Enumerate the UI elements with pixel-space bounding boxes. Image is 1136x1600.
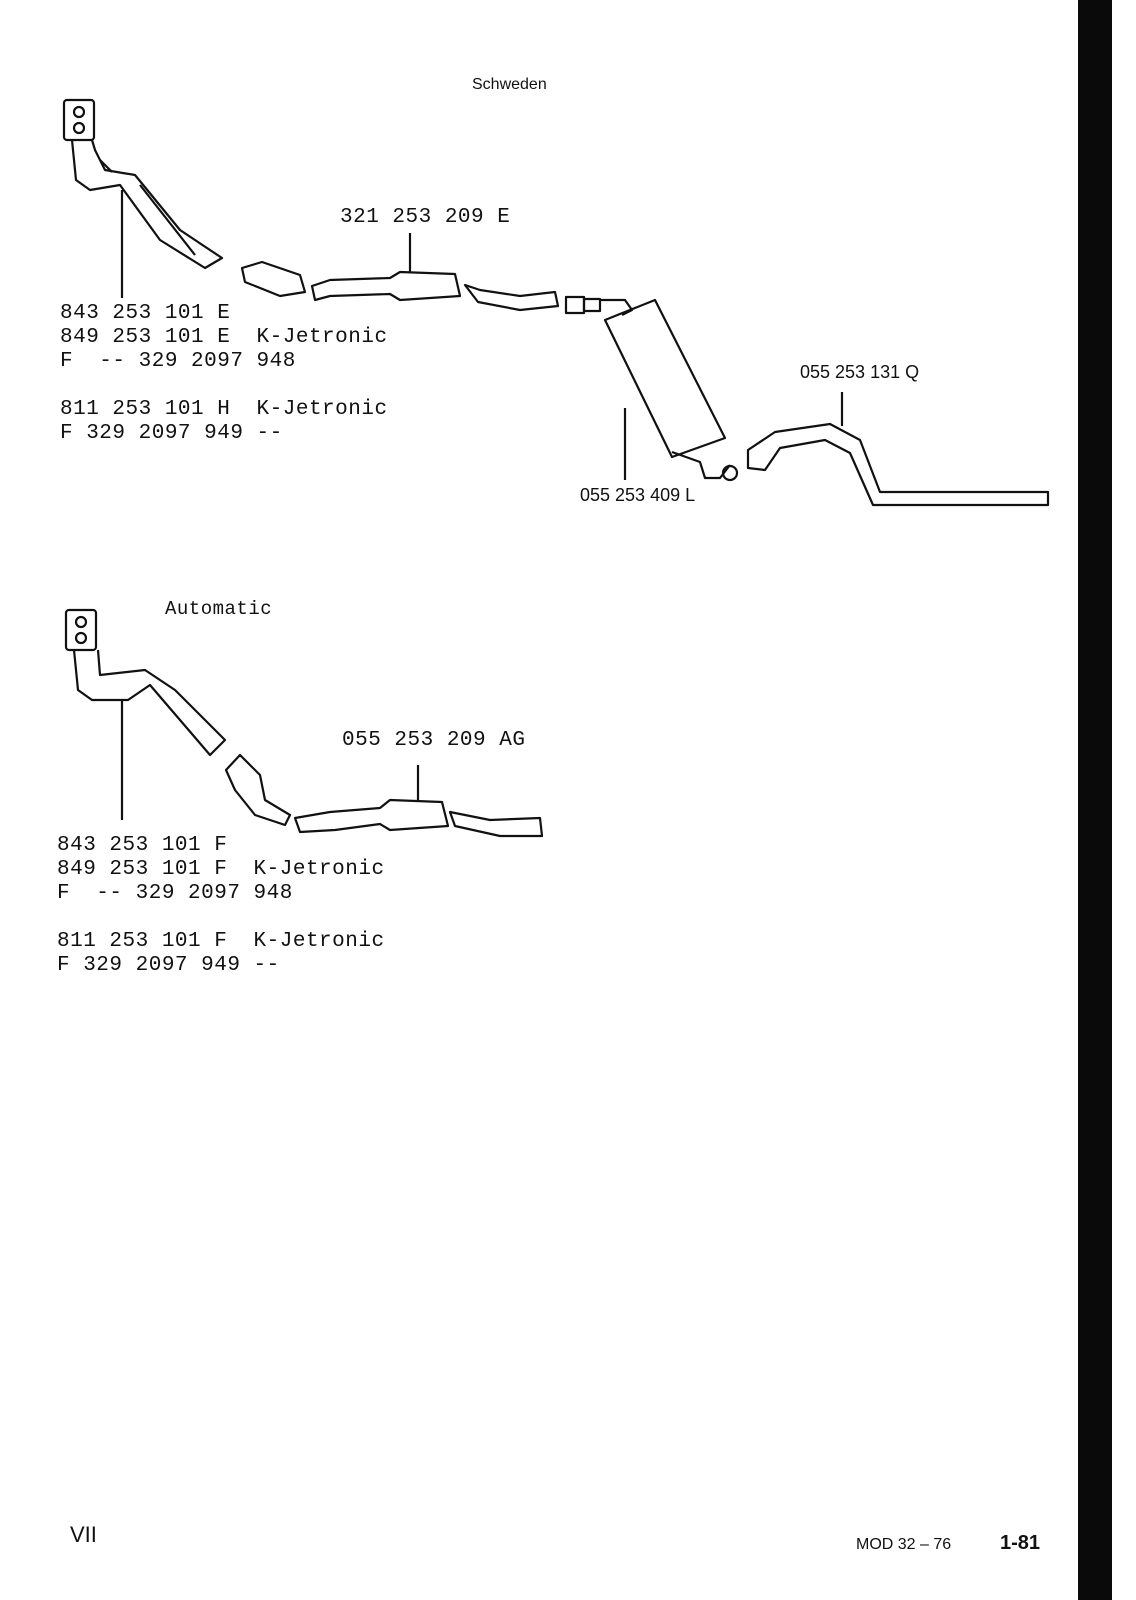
manifold-flange — [64, 608, 98, 652]
front-pipe — [72, 649, 227, 757]
muffler — [293, 798, 450, 834]
part-label: 055 253 209 AG — [342, 729, 526, 752]
section-title-automatic: Automatic — [165, 598, 273, 620]
connector-pipe — [224, 753, 292, 827]
rear-muffler — [603, 298, 727, 459]
part-number: 811 253 101 F K-Jetronic — [57, 930, 385, 953]
scan-edge-bar — [1078, 0, 1112, 1600]
part-number: 849 253 101 E K-Jetronic — [60, 326, 388, 349]
part-label: 055 253 409 L — [580, 485, 696, 505]
center-muffler — [310, 270, 462, 302]
tailpipe-bend — [671, 450, 731, 480]
tail-pipe — [448, 810, 544, 838]
section-title-schweden: Schweden — [472, 76, 547, 93]
rear-pipe — [746, 422, 1050, 507]
connector-pipe — [240, 260, 307, 298]
part-label: 055 253 131 Q — [800, 362, 920, 382]
part-number: F -- 329 2097 948 — [57, 882, 293, 905]
mid-pipe — [463, 283, 560, 312]
part-number: F 329 2097 949 -- — [60, 422, 283, 445]
part-number: 843 253 101 F — [57, 834, 228, 857]
part-label: 321 253 209 E — [340, 206, 511, 229]
part-number: 843 253 101 E — [60, 302, 231, 325]
part-number: 811 253 101 H K-Jetronic — [60, 398, 388, 421]
part-number: F -- 329 2097 948 — [60, 350, 296, 373]
clamp — [564, 295, 586, 315]
manifold-flange — [62, 98, 96, 142]
section-number: VII — [70, 1522, 97, 1547]
model-label: MOD 32 – 76 — [856, 1536, 952, 1553]
exhaust-system-automatic — [64, 608, 544, 838]
exhaust-system-schweden — [62, 98, 1050, 507]
front-pipe — [70, 139, 224, 270]
part-number: F 329 2097 949 -- — [57, 954, 280, 977]
part-number: 849 253 101 F K-Jetronic — [57, 858, 385, 881]
page-number: 1-81 — [1000, 1532, 1041, 1554]
